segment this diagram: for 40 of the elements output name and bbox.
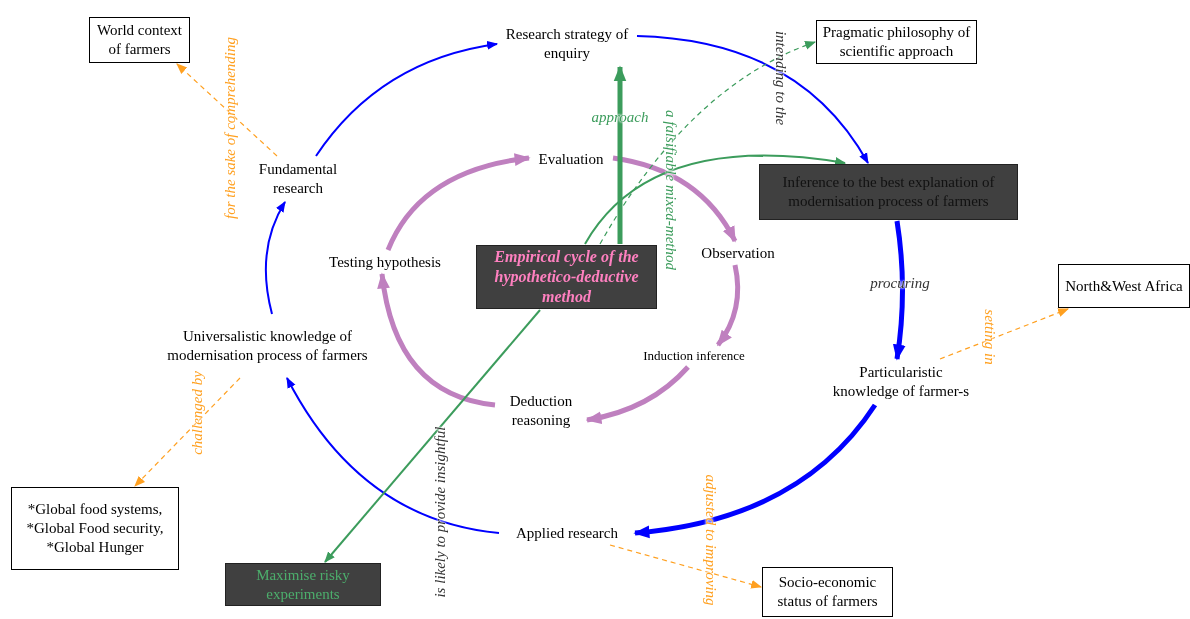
- arrow: [584, 154, 847, 245]
- arrow: [612, 155, 738, 243]
- text-box: [11, 487, 179, 570]
- dark-box: [759, 164, 1018, 220]
- text-box: [762, 567, 893, 617]
- arrow: [636, 35, 869, 164]
- text-box: [89, 17, 190, 63]
- arrow: [599, 41, 817, 245]
- edge-label: intending to the: [772, 30, 790, 126]
- arrow: [715, 264, 741, 347]
- edge-label: setting in: [981, 309, 999, 365]
- arrow: [324, 309, 541, 563]
- arrow: [633, 403, 878, 538]
- arrow: [939, 308, 1069, 360]
- arrow: [315, 41, 499, 157]
- arrow: [613, 65, 627, 244]
- arrow: [134, 377, 241, 487]
- node-label: Pragmatic philosophy of scientific approach: [821, 23, 972, 61]
- node-label: Socio-economic status of farmers: [776, 573, 879, 611]
- text-box: [1058, 264, 1190, 308]
- node-label: Maximise risky experiments: [255, 565, 351, 604]
- node-label: Empirical cycle of the hypothetico-deductive method: [493, 247, 640, 307]
- arrow: [892, 220, 906, 361]
- edge-label: a falsifiable mixed-method: [662, 110, 680, 270]
- arrow: [264, 201, 286, 315]
- arrow: [609, 544, 763, 589]
- edge-label: adjusted to improving: [702, 474, 720, 606]
- node-label: North&West Africa: [1065, 276, 1183, 296]
- node-label: World context of farmers: [96, 21, 183, 59]
- edge-label: for the sake of comprehending: [221, 37, 239, 219]
- arrow: [585, 365, 690, 424]
- edge-label: is likely to provide insightful: [431, 426, 449, 598]
- node-label: *Global food systems, *Global Food security, *Global Hunger: [25, 500, 165, 557]
- arrow: [377, 272, 496, 408]
- edge-label: challenged by: [188, 371, 206, 455]
- arrow: [385, 153, 531, 252]
- arrow: [286, 377, 500, 534]
- dark-box: [225, 563, 381, 606]
- arrow: [176, 63, 278, 157]
- dark-box: [476, 245, 657, 309]
